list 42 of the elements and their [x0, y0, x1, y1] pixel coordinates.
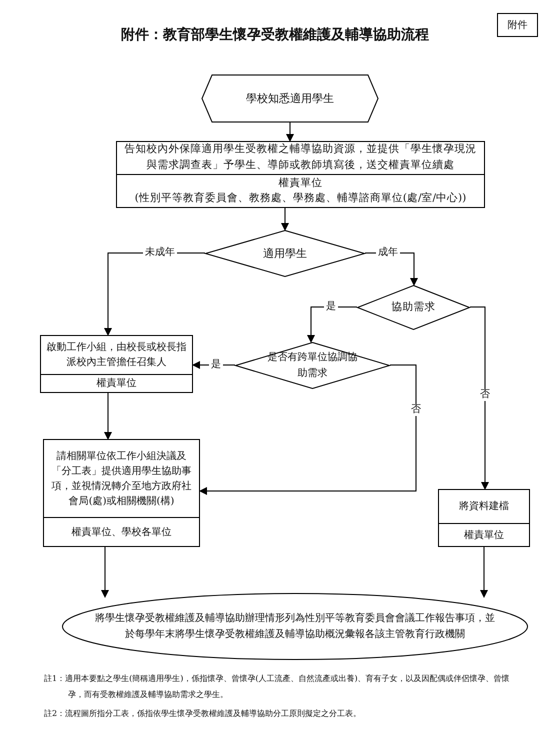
decision-diamond [235, 342, 390, 389]
edge-label: 未成年 [143, 247, 177, 259]
arrow [101, 546, 109, 598]
responsible-unit-text: 權責單位、學校各單位 [72, 526, 172, 540]
decision-text: 是否有跨單位協調協助需求 [268, 350, 358, 380]
shape-text: 學校知悉適用學生 [246, 90, 334, 107]
attachment-tag: 附件 [497, 13, 538, 37]
note-text: 註2：流程圖所指分工表，係指依學生懷孕受教權維護及輔導協助分工原則擬定之分工表。 [44, 708, 362, 720]
unit-list-text: (性別平等教育委員會、教務處、學務處、輔導諮商單位(處/室/中心)) [134, 191, 466, 206]
arrow [307, 306, 358, 343]
responsible-unit-text: 權責單位 [96, 376, 136, 391]
arrow [199, 364, 416, 495]
decision-diamond [205, 230, 365, 277]
box-text: 將資料建檔 [459, 500, 509, 514]
edge-label: 是 [324, 301, 338, 313]
decision-text: 適用學生 [263, 246, 307, 262]
process-box [40, 335, 193, 393]
edge-label: 否 [409, 404, 423, 416]
note-text: 註1：適用本要點之學生(簡稱適用學生)，係指懷孕、曾懷孕(人工流產、自然流產或出養)、育有子女，以及因配偶或伴侶懷孕、曾懷孕，而有受教權維護及輔導協助需求之學生。 [44, 673, 511, 701]
responsible-unit-text: 權責單位 [278, 176, 322, 190]
arrow [104, 392, 112, 440]
arrow [480, 546, 488, 598]
arrow [286, 122, 294, 142]
process-box [43, 439, 200, 547]
box-text: 告知校內外保障適用學生受教權之輔導協助資源，並提供「學生懷孕現況與需求調查表」予學生、導師或教師填寫後，送交權責單位續處 [124, 142, 478, 173]
process-box [438, 489, 530, 547]
edge-label: 否 [478, 389, 492, 401]
process-box [116, 141, 485, 208]
edge-label: 是 [209, 359, 223, 371]
start-hexagon [202, 75, 378, 122]
edge-label: 成年 [376, 247, 400, 259]
decision-diamond [357, 285, 470, 330]
responsible-unit-text: 權責單位 [464, 528, 504, 542]
arrow [192, 361, 236, 369]
box-text: 啟動工作小組，由校長或校長指派校內主管擔任召集人 [46, 340, 188, 370]
arrow [281, 208, 289, 231]
title: 附件：教育部學生懷孕受教權維護及輔導協助流程 [120, 26, 430, 44]
end-ellipse [62, 593, 528, 660]
box-text: 請相關單位依工作小組決議及「分工表」提供適用學生協助事項，並視情況轉介至地方政府社會局(處)或相關機關(構) [50, 450, 192, 508]
decision-text: 協助需求 [392, 300, 436, 316]
shape-text: 將學生懷孕受教權維護及輔導協助辦理情形列為性別平等教育委員會會議工作報告事項，並於每學年末將學生懷孕受教權維護及輔導協助概況彙報各該主管教育行政機關 [95, 612, 495, 642]
arrow [470, 306, 489, 490]
